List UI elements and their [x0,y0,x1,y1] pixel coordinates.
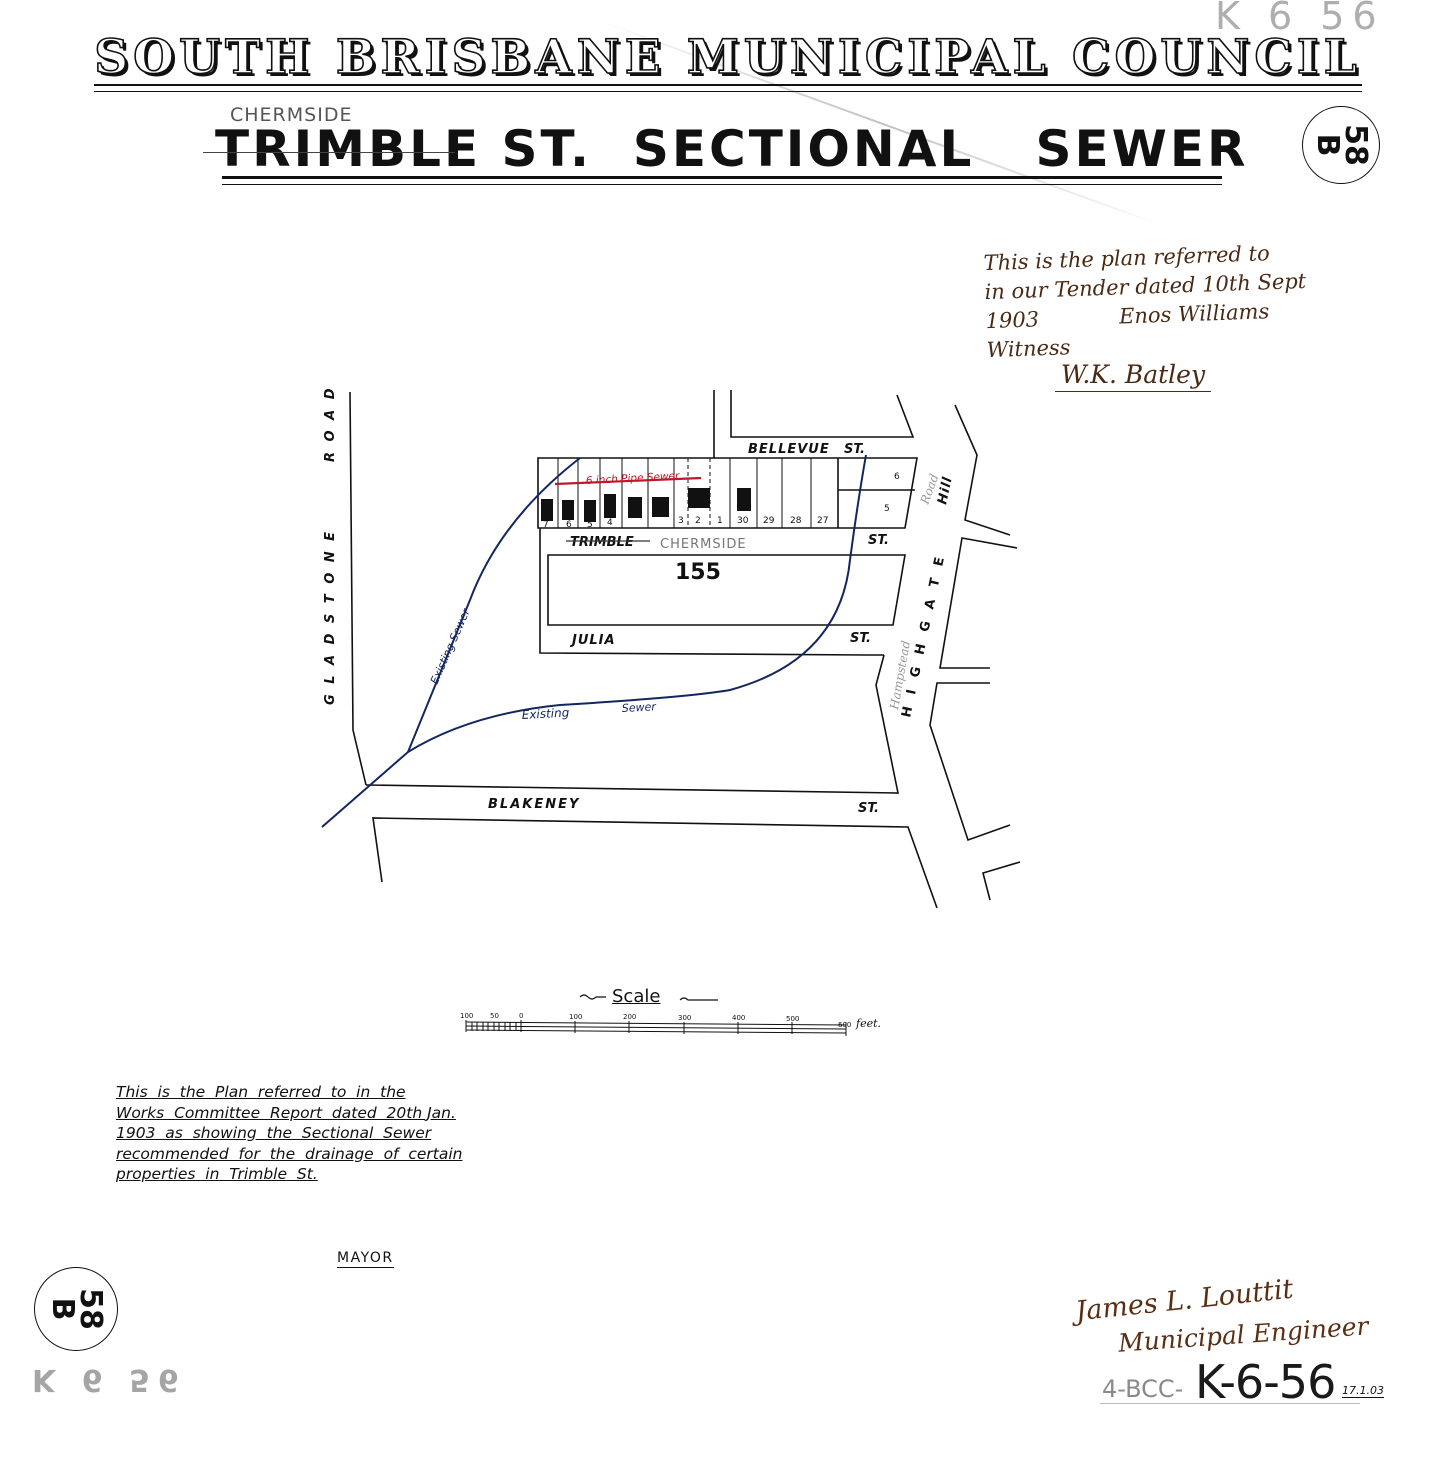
label-gladstone: G L A D S T O N E [323,529,338,705]
svg-text:200: 200 [623,1013,636,1021]
existing-sewer-label-main-a: Existing [521,706,570,722]
hill-road-east-1 [954,404,1011,536]
label-blakeney-st: ST. [858,801,879,816]
committee-report-note: This is the Plan referred to in the Work… [116,1082,463,1185]
lot-number: 29 [763,516,775,526]
highgate-east-2 [939,537,1018,669]
existing-sewer-lines [321,454,867,828]
new-sewer-label: 6 inch Pipe Sewer [586,470,681,487]
existing-sewer-label-main-b: Sewer [621,700,657,715]
highgate-east-4 [982,861,1021,901]
svg-text:0: 0 [519,1012,523,1020]
council-title: SOUTH BRISBANE MUNICIPAL COUNCIL [93,29,1362,86]
sheet-number-badge-bottom: 58 B [34,1267,118,1351]
blakeney-south-block [372,817,938,909]
svg-text:100: 100 [460,1012,473,1020]
trimble-lots-block [537,457,918,529]
svg-text:300: 300 [678,1014,691,1022]
lot-numbers: 7 6 5 4 3 2 1 30 29 28 27 6 5 [543,472,900,530]
committee-note-line: properties in Trimble St. [116,1165,318,1183]
existing-sewer-branch [407,457,581,753]
lot-number: 30 [737,516,749,526]
scale-title-flourish [579,994,718,1001]
committee-note-line: This is the Plan referred to in the [116,1083,406,1101]
plan-title-rule [222,176,1222,185]
julia-street-south [539,528,884,656]
reference-rule [1100,1403,1360,1404]
existing-sewer-label-branch: Existing Sewer [428,605,473,686]
bellevue-north-block [730,390,915,438]
label-bellevue-st: ST. [844,442,865,457]
lot-number: 3 [678,516,684,526]
lot-number: 7 [543,520,549,530]
svg-text:100: 100 [569,1013,582,1021]
label-bellevue: BELLEVUE [748,442,830,457]
street-outlines [349,390,1021,909]
scale-ticks: 100 50 0 100 200 300 400 500 600 [460,1012,851,1029]
corner-lot-number: 5 [884,504,890,514]
block-number: 155 [675,560,721,585]
show-through-archive-stamp: K 6 56 [32,1362,187,1397]
corner-archive-stamp: K 6 56 [1215,0,1385,38]
witness-signature: W.K. Batley [1055,360,1212,392]
block-155 [547,554,906,626]
lot-number: 5 [587,520,593,530]
council-title-rule [94,84,1362,92]
badge-number: 58 [73,1288,108,1330]
existing-sewer-main [321,454,867,828]
reference-prefix: 4-BCC- [1102,1375,1184,1403]
scale-bar [465,1020,847,1036]
scale-title: Scale [612,986,661,1007]
badge-letter: B [45,1297,80,1321]
new-pipe-sewer-line [554,476,702,486]
reference-date: 17.1.03 [1342,1384,1384,1398]
label-julia: JULIA [569,633,616,648]
label-gladstone-road: R O A D [323,386,338,463]
label-hill: Hill [935,475,956,506]
svg-text:600: 600 [838,1021,851,1029]
lot-number: 27 [817,516,828,526]
existing-buildings [541,488,751,522]
gladstone-road-edge [349,391,367,786]
label-julia-st: ST. [850,631,871,646]
plan-title-strikethrough [203,152,455,153]
scale-unit: feet. [855,1017,881,1030]
label-trimble-st: ST. [868,533,889,548]
lot-number: 28 [790,516,802,526]
committee-note-line: 1903 as showing the Sectional Sewer [116,1124,432,1142]
svg-text:500: 500 [786,1015,799,1023]
lot-number: 4 [607,518,613,528]
corner-lot-number: 6 [894,472,900,482]
renamed-street-note: CHERMSIDE [230,104,353,126]
sheet-number-badge: 58 B [1302,106,1380,184]
highgate-east-3 [929,682,1011,842]
committee-note-line: recommended for the drainage of certain [116,1144,463,1163]
reference-number: K-6-56 [1195,1355,1336,1409]
label-blakeney: BLAKENEY [488,797,580,812]
committee-note-line: Works Committee Report dated 20th Jan. [116,1103,456,1122]
blakeney-north-edge [365,654,899,794]
lot-number: 2 [695,516,701,526]
svg-text:400: 400 [732,1014,745,1022]
label-trimble-struck: TRIMBLE [570,535,634,550]
label-highgate: H I G H G A T E [899,552,948,719]
label-chermside: CHERMSIDE [660,537,747,552]
lot-number: 1 [717,516,723,526]
plan-title: TRIMBLE ST. SECTIONAL SEWER [215,120,1249,178]
lot-number: 6 [566,520,572,530]
mayor-signature-line: MAYOR [337,1250,394,1268]
svg-text:50: 50 [490,1012,499,1020]
